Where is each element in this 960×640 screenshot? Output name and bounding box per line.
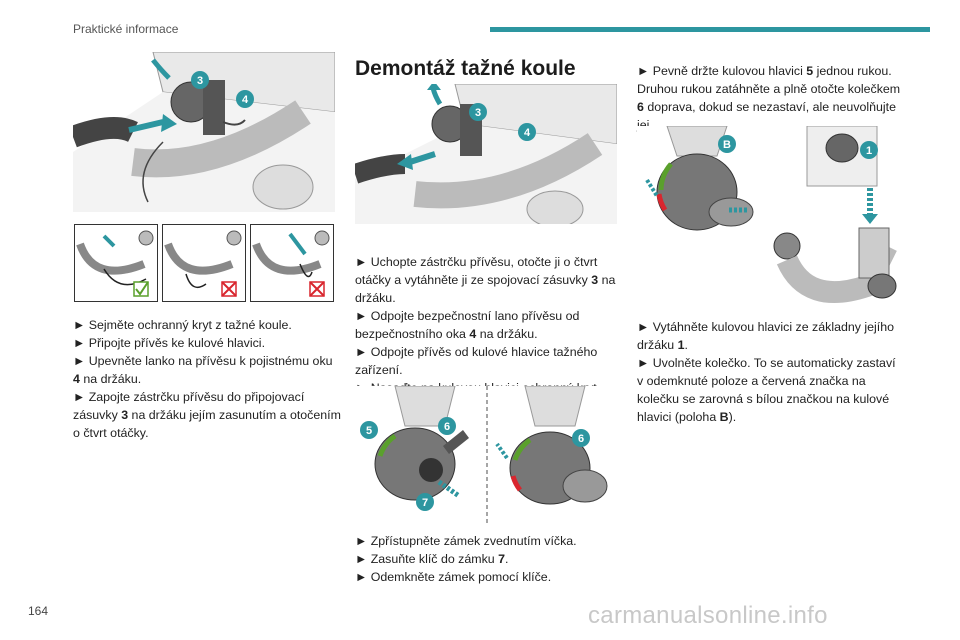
illustration-disconnect-trailer: 3 4 [355,84,617,224]
instruction-item: ► Odpojte bezpečnostní lano přívěsu od b… [355,309,580,341]
badge-3: 3 [197,75,203,87]
badge-1: 1 [866,145,872,157]
cross-icon [221,281,237,297]
left-column-text: ► Sejměte ochranný kryt z tažné koule. ►… [73,316,341,442]
section-title: Demontáž tažné koule [355,57,576,80]
running-header: Praktické informace [73,22,179,36]
instruction-item: ► Sejměte ochranný kryt z tažné koule. [73,318,292,332]
middle-column-text-a: ► Uchopte zástrčku přívěsu, otočte ji o … [355,253,617,397]
header-accent-bar [490,27,930,32]
badge-4: 4 [524,127,531,139]
badge-B: B [723,139,731,151]
illustration-remove-ball: B 1 [637,126,902,311]
instruction-item: ► Zpřístupněte zámek zvednutím víčka. [355,534,577,548]
badge-5: 5 [366,425,372,437]
right-column-text-a: ► Pevně držte kulovou hlavici 5 jednou r… [637,62,905,134]
instruction-item: ► Uvolněte kolečko. To se automaticky za… [637,356,896,424]
page-number: 164 [28,604,49,618]
illustration-lock-key: 5 6 7 6 [355,386,620,526]
watermark: carmanualsonline.info [588,602,828,629]
panel-cable-correct [74,224,158,302]
badge-7: 7 [422,497,428,509]
instruction-item: ► Vytáhněte kulovou hlavici ze základny … [637,320,895,352]
instruction-item: ► Uchopte zástrčku přívěsu, otočte ji o … [355,255,616,305]
check-icon [135,281,149,296]
cross-icon [309,281,325,297]
instruction-item: ► Odemkněte zámek pomocí klíče. [355,570,552,584]
instruction-item: ► Pevně držte kulovou hlavici 5 jednou r… [637,64,901,132]
instruction-item: ► Odpojte přívěs od kulové hlavice tažné… [355,345,598,377]
instruction-item: ► Zasuňte klíč do zámku 7. [355,552,509,566]
panel-cable-wrong-2 [250,224,334,302]
instruction-item: ► Upevněte lanko na přívěsu k pojistnému… [73,354,333,386]
badge-4: 4 [242,94,249,106]
panel-cable-wrong-1 [162,224,246,302]
instruction-item: ► Zapojte zástrčku přívěsu do připojovac… [73,390,341,440]
instruction-item: ► Připojte přívěs ke kulové hlavici. [73,336,266,350]
middle-column-text-b: ► Zpřístupněte zámek zvednutím víčka. ► … [355,532,617,586]
illustration-connect-trailer: 3 4 [73,52,335,212]
right-column-text-b: ► Vytáhněte kulovou hlavici ze základny … [637,318,905,426]
badge-6: 6 [578,433,584,445]
badge-3: 3 [475,107,481,119]
badge-6: 6 [444,421,450,433]
